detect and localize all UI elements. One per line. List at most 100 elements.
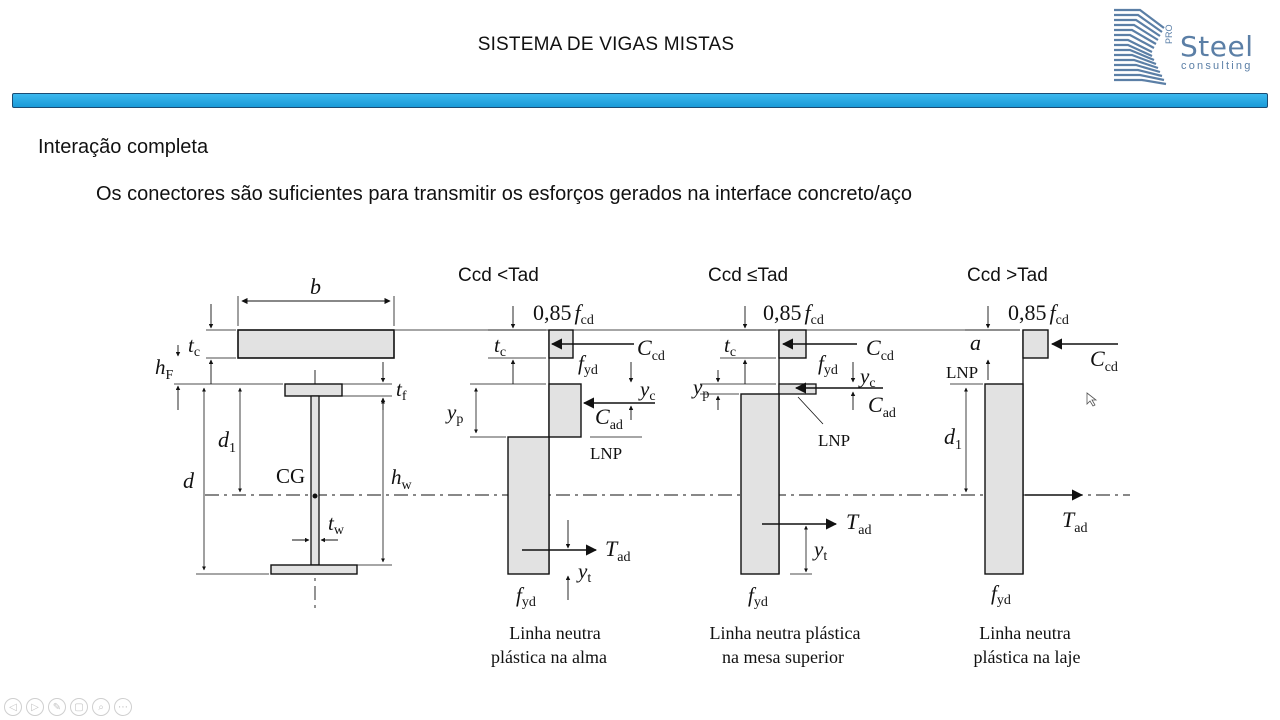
case1-tc: t	[494, 333, 501, 357]
label-tf-sub: f	[402, 389, 407, 404]
svg-text:fyd: fyd	[516, 583, 536, 610]
svg-text:yc: yc	[858, 364, 876, 391]
svg-text:fyd: fyd	[748, 583, 768, 610]
svg-text:Ccd: Ccd	[1090, 346, 1118, 375]
case1-lnp: LNP	[590, 444, 622, 463]
label-hw-sub: w	[402, 478, 413, 493]
next-slide-icon[interactable]: ▷	[26, 698, 44, 716]
case2-tension-block	[740, 393, 780, 575]
mouse-cursor-icon	[1086, 392, 1098, 407]
svg-text:yc: yc	[638, 377, 656, 404]
case3-a: a	[970, 330, 981, 355]
case3-fyd-bottom-sub: yd	[997, 593, 1011, 608]
svg-text:tc: tc	[724, 333, 736, 360]
svg-text:fyd: fyd	[818, 351, 838, 378]
svg-text:Tad: Tad	[846, 509, 871, 538]
more-options-icon[interactable]: ⋯	[114, 698, 132, 716]
label-hf-sub: F	[166, 368, 174, 383]
case1-ccd: C	[637, 335, 652, 360]
label-d: d	[183, 468, 195, 493]
case1-ccd-sub: cd	[652, 349, 665, 364]
description-text: Os conectores são suficientes para trans…	[96, 183, 912, 205]
case2-caption-line1: Linha neutra plástica	[710, 623, 861, 643]
label-d1-sub: 1	[229, 441, 236, 456]
case1-stress-sub: cd	[581, 313, 594, 328]
case2-stress-f: f	[805, 300, 814, 325]
case3-d1: d	[944, 424, 956, 449]
logo-stripes-icon	[1114, 8, 1167, 86]
svg-text:tc: tc	[188, 333, 200, 360]
case2-fyd-bottom-sub: yd	[754, 595, 768, 610]
case1-yp-sub: p	[456, 412, 463, 427]
case2-lnp: LNP	[818, 431, 850, 450]
case1-yt: y	[576, 559, 588, 583]
label-tf: t	[396, 377, 403, 401]
beam-cross-section: b tc hF tf d1 CG d hw tw	[155, 274, 1130, 608]
case1-yt-sub: t	[587, 571, 591, 586]
case3-stress-f: f	[1050, 300, 1059, 325]
svg-text:yp: yp	[691, 375, 709, 402]
case3-stress-sub: cd	[1056, 313, 1069, 328]
case2-tad: T	[846, 509, 860, 534]
case1-tad: T	[605, 536, 619, 561]
case3-tension-block	[984, 383, 1024, 575]
zoom-icon[interactable]: ⌕	[92, 698, 110, 716]
svg-text:d1: d1	[944, 424, 962, 453]
top-flange	[284, 383, 343, 397]
previous-slide-icon[interactable]: ◁	[4, 698, 22, 716]
case3-condition: Ccd >Tad	[967, 265, 1048, 286]
label-tw: t	[328, 511, 335, 535]
case2-ccd-sub: cd	[881, 349, 894, 364]
steel-web	[310, 395, 320, 566]
case1-fyd-bottom-sub: yd	[522, 595, 536, 610]
case1-yc-sub: c	[649, 389, 655, 404]
case2-fyd-top-sub: yd	[824, 363, 838, 378]
case3-caption-line1: Linha neutra	[979, 623, 1070, 643]
concrete-slab	[237, 329, 395, 359]
svg-text:tf: tf	[396, 377, 407, 404]
case1-cad: C	[595, 404, 610, 429]
svg-text:Cad: Cad	[595, 404, 623, 433]
label-tc-sub: c	[194, 345, 200, 360]
slide-title: SISTEMA DE VIGAS MISTAS	[477, 34, 735, 55]
label-tw-sub: w	[334, 523, 345, 538]
case1-yp: y	[445, 400, 457, 424]
case2-yt-sub: t	[823, 549, 827, 564]
svg-text:fyd: fyd	[578, 351, 598, 378]
label-d1: d	[218, 427, 230, 452]
case2-caption-line2: na mesa superior	[722, 647, 844, 667]
svg-text:yt: yt	[812, 537, 827, 564]
label-b: b	[310, 274, 321, 299]
section-heading: Interação completa	[38, 136, 209, 158]
svg-text:fyd: fyd	[991, 581, 1011, 608]
svg-text:yp: yp	[445, 400, 463, 427]
svg-text:hF: hF	[155, 355, 174, 383]
case3-tad-sub: ad	[1074, 521, 1087, 536]
label-hf: h	[155, 355, 166, 379]
case1-caption-line2: plástica na alma	[491, 647, 607, 667]
svg-text:yt: yt	[576, 559, 591, 586]
case2-tad-sub: ad	[858, 523, 871, 538]
svg-text:Tad: Tad	[1062, 507, 1087, 536]
case2-cad: C	[868, 392, 883, 417]
case1-caption-line1: Linha neutra	[509, 623, 600, 643]
svg-text:tw: tw	[328, 511, 345, 538]
case2-stress: 0,85	[763, 300, 802, 325]
case1-compression-block	[548, 383, 582, 438]
case1-yc: y	[638, 377, 650, 401]
case2-fyd-bottom: f	[748, 583, 757, 607]
slides-grid-icon[interactable]: ▢	[70, 698, 88, 716]
svg-text:tc: tc	[494, 333, 506, 360]
svg-text:d1: d1	[218, 427, 236, 456]
case1-fyd-top: f	[578, 351, 587, 375]
label-cg: CG	[276, 464, 305, 488]
pen-icon[interactable]: ✎	[48, 698, 66, 716]
case3-stress: 0,85	[1008, 300, 1047, 325]
case3-ccd-sub: cd	[1105, 360, 1118, 375]
case3-d1-sub: 1	[955, 438, 962, 453]
prosteel-logo: PRO Steel consulting	[1110, 6, 1270, 86]
label-tc: t	[188, 333, 195, 357]
